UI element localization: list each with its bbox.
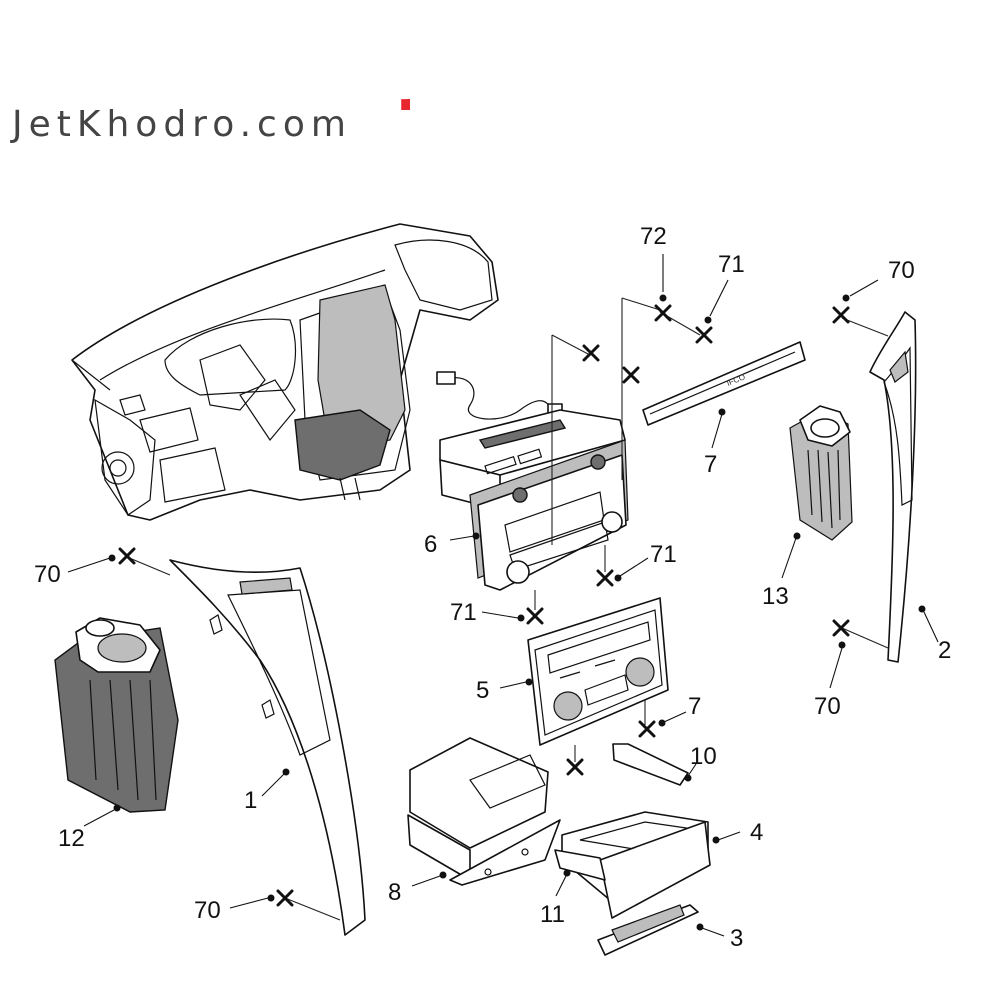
callout-71-mid: 71	[650, 541, 677, 568]
fastener-cross-icon	[276, 889, 294, 907]
logo-latin-text: JetKhodro.com	[12, 104, 352, 145]
callout-13: 13	[762, 583, 789, 610]
dashboard-overview	[71, 223, 499, 521]
leader-lines	[67, 254, 939, 937]
part-11-tray-insert	[554, 849, 606, 881]
callout-70-bottom: 70	[194, 897, 221, 924]
callout-labels: 72 71 70 7 6 71 13 70 71 2 5 70 7 10 1 1…	[34, 223, 951, 952]
fastener-cross-icon	[596, 569, 614, 587]
fastener-cross-icon	[582, 344, 600, 362]
callout-70-left: 70	[34, 561, 61, 588]
callout-8: 8	[388, 879, 401, 906]
callout-70-right: 70	[814, 693, 841, 720]
callout-71-top: 71	[718, 251, 745, 278]
logo-persian-text: جت خودرو	[401, 3, 410, 110]
part-8-storage-tray	[407, 737, 561, 886]
callout-5: 5	[476, 677, 489, 704]
jetkhodro-logo: جت خودرو	[401, 3, 410, 110]
fastener-cross-icon	[654, 304, 672, 322]
callout-7-top: 7	[704, 451, 717, 478]
fastener-cross-icon	[695, 326, 713, 344]
callout-71-left: 71	[450, 599, 477, 626]
callout-1: 1	[244, 787, 257, 814]
fastener-marks	[118, 304, 850, 907]
callout-3: 3	[730, 925, 743, 952]
callout-4: 4	[750, 819, 763, 846]
callout-70-top: 70	[888, 257, 915, 284]
part-1-left-side-trim	[169, 559, 366, 936]
wire-harness	[436, 371, 563, 420]
part-13-air-vent-right	[789, 405, 853, 541]
part-5-climate-control	[527, 597, 669, 746]
fastener-cross-icon	[832, 306, 850, 324]
part-7-trim-strip: IFCO	[642, 341, 806, 426]
fastener-cross-icon	[118, 547, 136, 565]
callout-10: 10	[690, 743, 717, 770]
fastener-cross-icon	[622, 366, 640, 384]
part-6-radio-unit	[439, 409, 629, 591]
callout-6: 6	[424, 531, 437, 558]
callout-11: 11	[540, 901, 565, 928]
callout-72: 72	[640, 223, 667, 250]
part-3-bracket	[597, 904, 699, 956]
fastener-cross-icon	[832, 619, 850, 637]
part-2-right-side-trim	[869, 311, 917, 663]
fastener-cross-icon	[526, 607, 544, 625]
part-10-pad	[612, 743, 689, 786]
fastener-cross-icon	[566, 758, 584, 776]
part-12-air-vent-left	[54, 617, 179, 813]
fastener-cross-icon	[638, 720, 656, 738]
callout-2: 2	[938, 637, 951, 664]
callout-7-mid: 7	[688, 693, 701, 720]
callout-12: 12	[58, 825, 85, 852]
